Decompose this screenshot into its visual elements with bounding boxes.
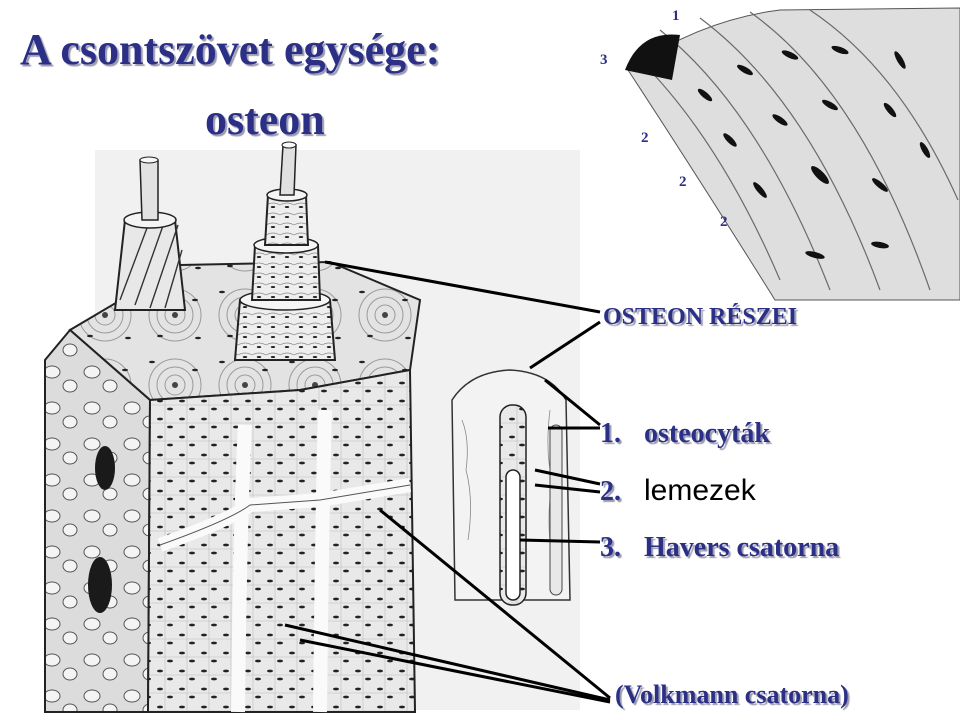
list-item-number: 3. [600, 532, 621, 563]
page-title-line-1: A csontszövet egysége: [20, 25, 441, 74]
osteon-parts-heading: OSTEON RÉSZEI [603, 304, 798, 330]
volkmann-canal-vertical-2 [313, 409, 332, 713]
list-item-label: lemezek [644, 474, 756, 507]
micrograph-label-2a: 2 [641, 130, 649, 146]
list-item-osteocytes: 1. osteocyták [600, 418, 770, 450]
volkmann-canal-vertical-1 [231, 424, 252, 713]
leader-lines [284, 260, 611, 704]
small-osteon-canal [505, 469, 521, 601]
micrograph-label-1: 1 [672, 8, 680, 24]
list-item-number: 2. [600, 476, 621, 507]
bone-block-front [146, 368, 417, 713]
micrograph-label-2c: 2 [720, 214, 728, 230]
page-title-line-2: osteon [205, 95, 325, 144]
micrograph-label-3: 3 [600, 52, 608, 68]
micrograph-label-2b: 2 [679, 174, 687, 190]
list-item-lamellae: 2. lemezek [600, 474, 756, 508]
bone-hole-1 [95, 446, 115, 490]
list-item-label: osteocyták [644, 418, 770, 449]
osteon-micrograph [625, 7, 960, 301]
list-item-number: 1. [600, 418, 621, 449]
osteon-ring-inner [263, 194, 310, 246]
bone-block-left [44, 328, 152, 713]
osteon-core [279, 144, 297, 196]
list-item-label: Havers csatorna [644, 532, 840, 563]
bone-hole-2 [88, 557, 112, 613]
fiber-column-core [139, 159, 159, 221]
volkmann-canal-label: (Volkmann csatorna) [615, 680, 849, 709]
list-item-havers-canal: 3. Havers csatorna [600, 532, 839, 564]
micrograph-canal [625, 34, 680, 80]
